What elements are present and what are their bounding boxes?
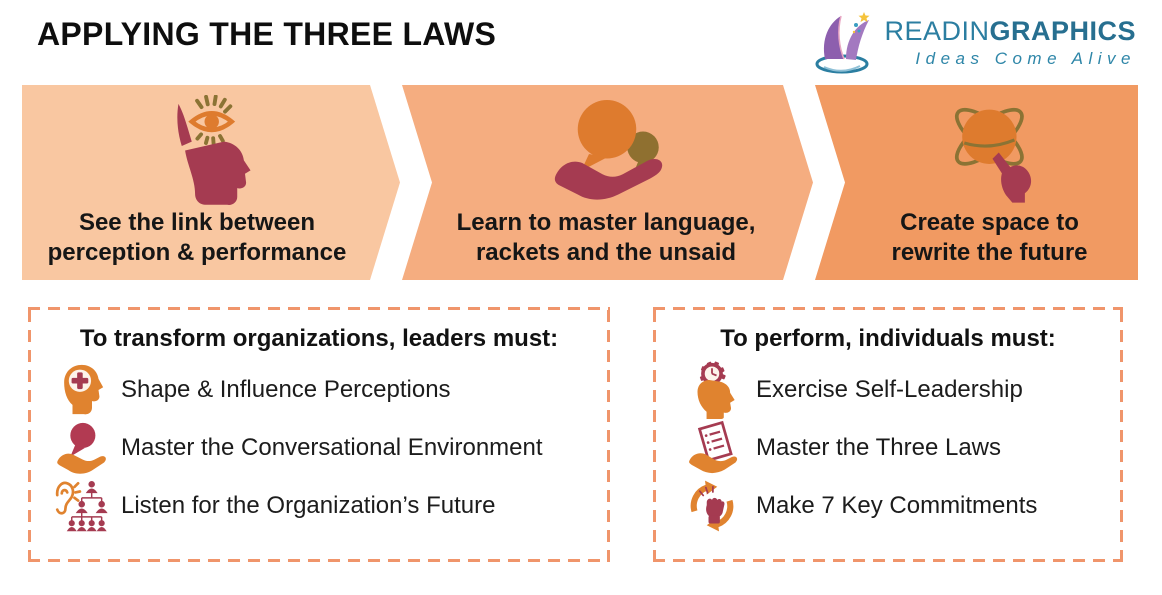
brand-text: READINGRAPHICS Ideas Come Alive [884,16,1136,69]
panel-individuals: To perform, individuals must: [653,307,1123,562]
ear-orgchart-icon [50,477,108,535]
panel-organizations: To transform organizations, leaders must… [28,307,610,562]
list-item: Master the Conversational Environment [28,419,610,477]
list-item-label: Master the Conversational Environment [121,434,543,461]
list-item-label: Shape & Influence Perceptions [121,376,451,403]
brand-tagline: Ideas Come Alive [915,48,1136,68]
globe-touch-icon [954,107,1032,203]
process-step-2: Learn to master language, rackets and th… [402,85,813,280]
open-mind-eye-icon [177,95,251,206]
step-label: Learn to master language, rackets and th… [456,209,756,266]
process-step-3: Create space to rewrite the future [815,85,1138,280]
step-label: Create space to rewrite the future [891,209,1088,266]
brand-logo: READINGRAPHICS Ideas Come Alive [812,8,1136,76]
hand-speech-bubble-icon [50,419,108,477]
page-title: APPLYING THE THREE LAWS [37,16,497,52]
list-item: Exercise Self-Leadership [653,361,1123,419]
list-item-label: Make 7 Key Commitments [756,492,1038,519]
list-item: Shape & Influence Perceptions [28,361,610,419]
panel-heading: To perform, individuals must: [720,325,1056,352]
list-item-label: Exercise Self-Leadership [756,376,1023,403]
head-gear-icon [683,361,741,419]
list-item-label: Listen for the Organization’s Future [121,492,496,519]
list-item: Master the Three Laws [653,419,1123,477]
list-item: Listen for the Organization’s Future [28,477,610,535]
panel-items: Exercise Self-Leadership Master the Th [653,361,1123,535]
cycle-fist-icon [683,477,741,535]
step-label: See the link between perception & perfor… [47,209,347,266]
hand-checklist-icon [683,419,741,477]
hand-speech-bubbles-icon [554,100,663,200]
list-item: Make 7 Key Commitments [653,477,1123,535]
panel-heading: To transform organizations, leaders must… [79,325,559,352]
head-plus-icon [50,361,108,419]
panel-items: Shape & Influence Perceptions Master the… [28,361,610,535]
brand-name: READINGRAPHICS [884,15,1136,46]
readingraphics-logo-icon [815,12,870,74]
process-step-1: See the link between perception & perfor… [22,85,400,280]
list-item-label: Master the Three Laws [756,434,1002,461]
